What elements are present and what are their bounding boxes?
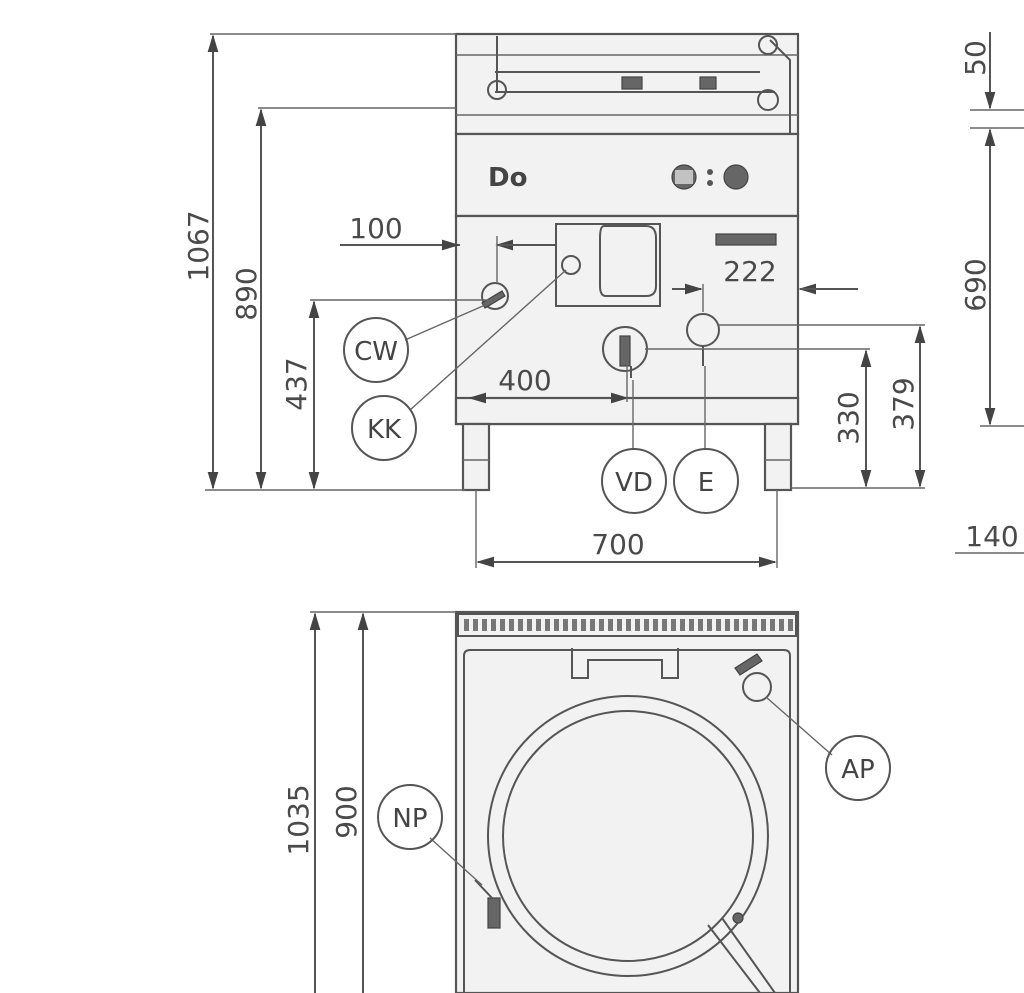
vent-slot (743, 619, 748, 631)
hinge-pivot (487, 80, 507, 100)
vent-slot (554, 619, 559, 631)
vent-strip (457, 613, 797, 637)
vent-slot (473, 619, 478, 631)
ap-valve (742, 672, 772, 702)
pan-rim-outer (487, 695, 769, 977)
label-e: E (698, 468, 714, 498)
top-tray (463, 649, 791, 993)
front-view: Do (454, 32, 800, 492)
vent-slot (725, 619, 730, 631)
kk-valve (561, 255, 581, 275)
control-knob-right (723, 164, 749, 190)
plan-callouts: AP NP (377, 696, 891, 886)
leg-left (461, 422, 491, 492)
label-kk: KK (367, 415, 402, 445)
vent-slot (518, 619, 523, 631)
callout-e (673, 448, 739, 514)
front-dimensions: 1067 890 437 100 222 400 330 379 700 (182, 33, 926, 568)
callout-cw (343, 317, 409, 383)
vent-slot (671, 619, 676, 631)
vent-slot (698, 619, 703, 631)
dim-plan-depth-inner: 900 (330, 785, 363, 838)
tilt-crank (757, 89, 779, 111)
vent-slot (779, 619, 784, 631)
callout-vd (601, 448, 667, 514)
side-view-dimensions: 50 690 140 (955, 32, 1024, 554)
water-inlet-panel (555, 223, 661, 307)
dim-side-bottom: 140 (965, 520, 1018, 553)
vent-slot (761, 619, 766, 631)
vent-slot (662, 619, 667, 631)
pan-rim-inner (502, 710, 754, 962)
dim-plan-depth: 1035 (282, 784, 315, 855)
indicator-lamp (707, 169, 713, 175)
vent-slot (770, 619, 775, 631)
vent-slot (482, 619, 487, 631)
vent-slot (707, 619, 712, 631)
vent-slot (581, 619, 586, 631)
vent-slots (464, 619, 793, 631)
vent-slot (545, 619, 550, 631)
brand-logo: Do (488, 163, 527, 193)
lid-clip (621, 76, 643, 90)
vent-slot (464, 619, 469, 631)
dim-work-height: 890 (230, 267, 263, 320)
dim-cw-height: 437 (280, 357, 313, 410)
callout-kk (351, 395, 417, 461)
vent-slot (752, 619, 757, 631)
dim-total-height: 1067 (182, 210, 215, 281)
dim-vd-offset: 400 (498, 364, 551, 397)
label-vd: VD (615, 468, 653, 498)
plan-outline (454, 610, 800, 993)
label-cw: CW (354, 337, 398, 367)
vent-slot (788, 619, 793, 631)
cw-valve (481, 282, 509, 310)
vent-slot (635, 619, 640, 631)
rating-plate (715, 233, 777, 246)
vent-slot (617, 619, 622, 631)
tap-housing (599, 225, 657, 297)
np-tap (487, 897, 501, 929)
callout-ap (825, 735, 891, 801)
dim-cw-offset: 100 (349, 212, 402, 245)
front-callouts: CW KK VD E (343, 269, 739, 514)
dim-vd-height: 330 (832, 391, 865, 444)
vent-slot (653, 619, 658, 631)
dim-ve-offset: 222 (723, 255, 776, 288)
lid-handle-knob (758, 35, 778, 55)
plan-dimensions: 1035 900 (282, 611, 456, 993)
vent-slot (509, 619, 514, 631)
label-np: NP (392, 804, 427, 834)
dim-e-height: 379 (887, 377, 920, 430)
leg-right (763, 422, 793, 492)
dim-side-top: 50 (959, 40, 992, 76)
vent-slot (527, 619, 532, 631)
vent-slot (734, 619, 739, 631)
lid-clip (699, 76, 717, 90)
vent-slot (572, 619, 577, 631)
vent-slot (626, 619, 631, 631)
dim-width: 700 (591, 528, 644, 561)
vent-slot (500, 619, 505, 631)
vent-slot (590, 619, 595, 631)
plan-view (454, 610, 800, 993)
dim-side-mid: 690 (959, 258, 992, 311)
indicator-lamp (707, 180, 713, 186)
callout-np (377, 784, 443, 850)
vent-slot (608, 619, 613, 631)
vent-slot (716, 619, 721, 631)
vent-slot (536, 619, 541, 631)
vent-slot (599, 619, 604, 631)
hinge-block (571, 648, 679, 679)
label-ap: AP (841, 755, 874, 785)
vent-slot (680, 619, 685, 631)
vent-slot (689, 619, 694, 631)
vent-slot (491, 619, 496, 631)
vent-slot (563, 619, 568, 631)
vent-slot (644, 619, 649, 631)
